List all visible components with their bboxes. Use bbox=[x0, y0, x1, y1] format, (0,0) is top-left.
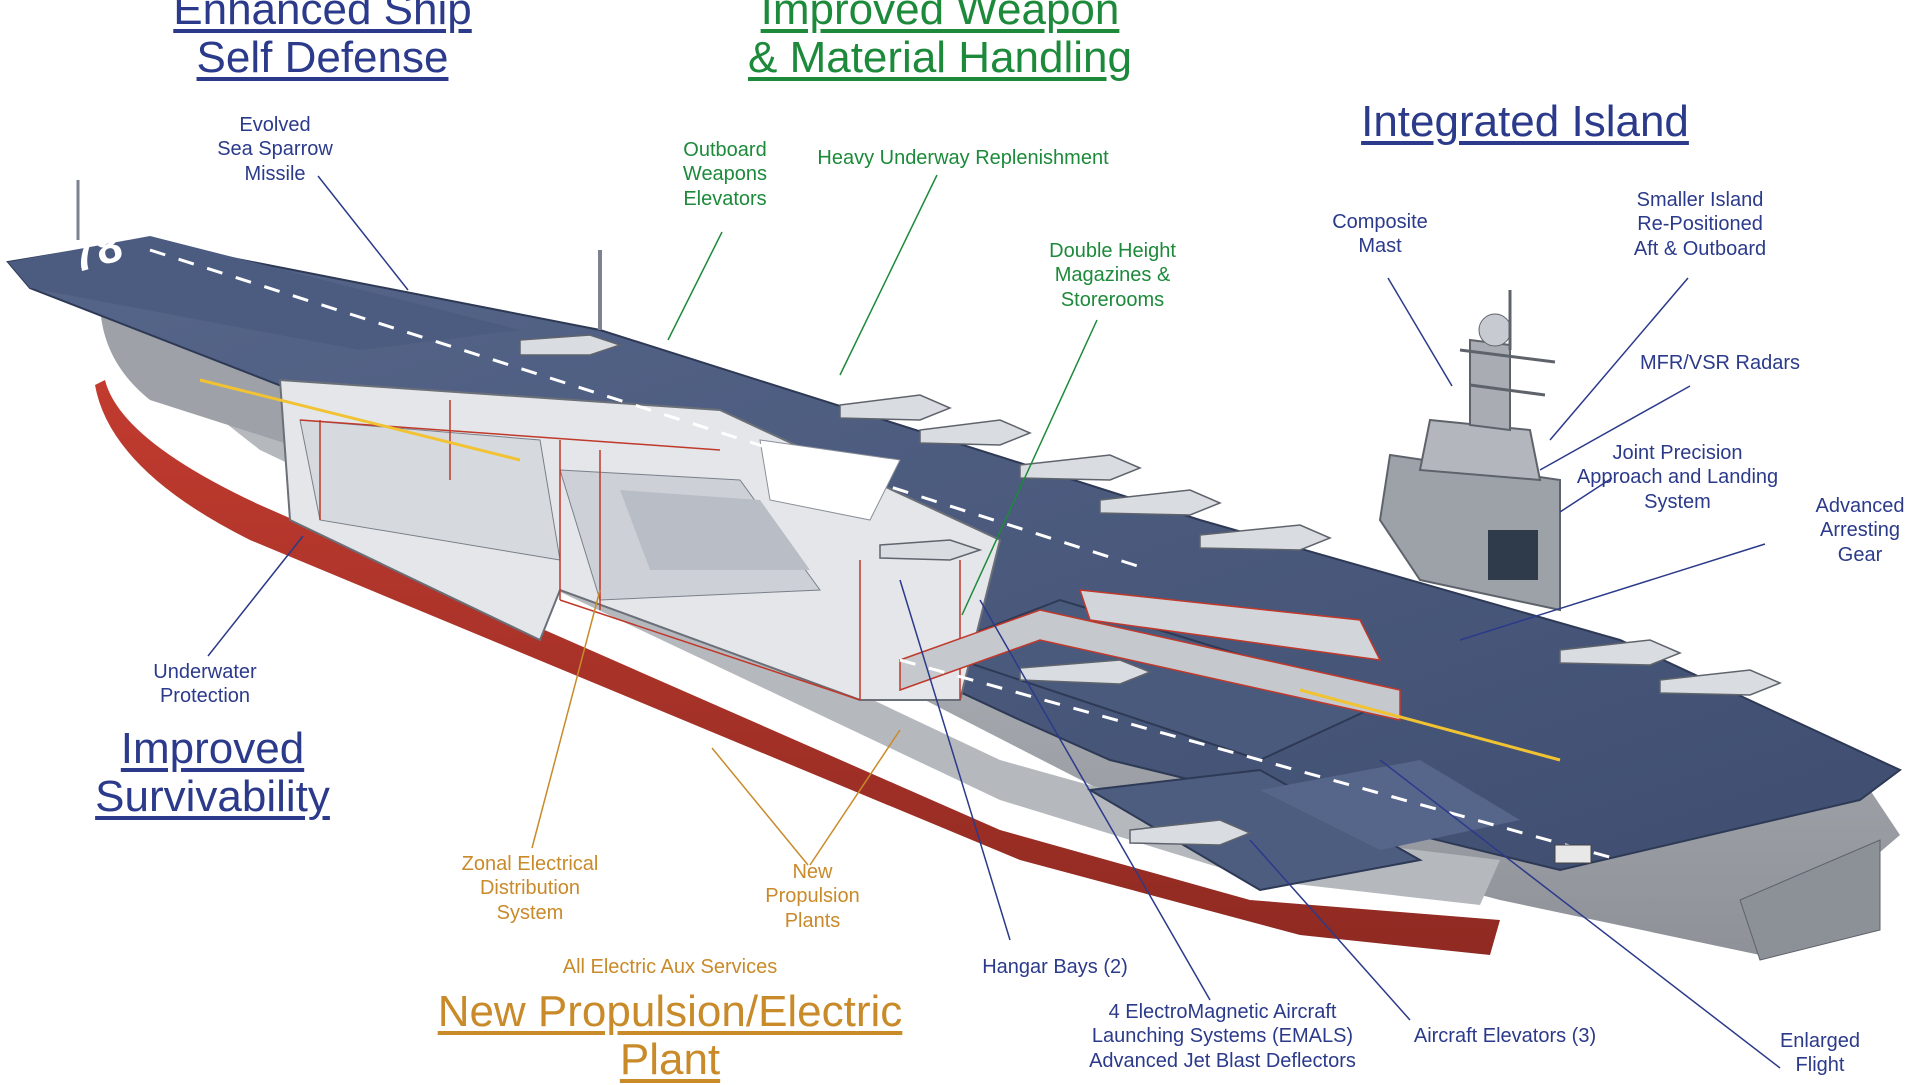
label-line: Advanced bbox=[1815, 495, 1905, 517]
label-line: New bbox=[792, 861, 833, 883]
label-line: Enlarged bbox=[1779, 1030, 1861, 1052]
label-line: All Electric Aux Services bbox=[562, 956, 778, 978]
label-line: Hangar Bays (2) bbox=[982, 956, 1128, 978]
label-line: System bbox=[496, 901, 564, 924]
label-replenishment: Heavy Underway Replenishment bbox=[798, 146, 1128, 170]
label-line: Storerooms bbox=[1060, 288, 1165, 311]
label-line: Re-Positioned bbox=[1637, 213, 1763, 236]
label-flight-deck: Enlarged Flight bbox=[1760, 1029, 1880, 1078]
heading-survivability: Improved Survivability bbox=[60, 724, 365, 822]
heading-line: Integrated Island bbox=[1361, 97, 1689, 146]
label-line: Propulsion bbox=[765, 885, 860, 908]
heading-island: Integrated Island bbox=[1350, 97, 1700, 146]
label-line: Mast bbox=[1358, 235, 1402, 258]
heading-line: Enhanced Ship bbox=[173, 0, 472, 34]
label-line: Smaller Island bbox=[1636, 189, 1764, 211]
label-line: Underwater bbox=[153, 661, 257, 683]
aircraft bbox=[1559, 639, 1682, 666]
label-line: 4 ElectroMagnetic Aircraft bbox=[1108, 1001, 1337, 1023]
label-line: Magazines & bbox=[1054, 264, 1171, 287]
label-composite-mast: Composite Mast bbox=[1310, 210, 1450, 259]
label-line: Sea Sparrow bbox=[217, 138, 333, 161]
label-hangar: Hangar Bays (2) bbox=[960, 955, 1150, 979]
heading-self-defense: Enhanced Ship Self Defense bbox=[150, 0, 495, 83]
label-line: Zonal Electrical bbox=[461, 853, 599, 875]
heading-line: New Propulsion/Electric bbox=[437, 987, 903, 1036]
label-line: Plants bbox=[784, 909, 841, 932]
label-line: Gear bbox=[1837, 543, 1883, 566]
label-line: Double Height bbox=[1049, 240, 1176, 262]
label-line: Evolved bbox=[239, 114, 311, 136]
label-line: Elevators bbox=[683, 187, 767, 210]
label-line: Joint Precision bbox=[1612, 442, 1743, 464]
label-line: Missile bbox=[244, 162, 306, 185]
label-line: Heavy Underway Replenishment bbox=[817, 147, 1109, 169]
label-arresting-gear: Advanced Arresting Gear bbox=[1800, 494, 1920, 567]
label-smaller-island: Smaller Island Re-Positioned Aft & Outbo… bbox=[1605, 188, 1795, 261]
aircraft bbox=[839, 394, 952, 421]
aircraft bbox=[1019, 454, 1142, 481]
label-emals: 4 ElectroMagnetic Aircraft Launching Sys… bbox=[1060, 1000, 1385, 1073]
label-line: Distribution bbox=[479, 877, 581, 900]
label-line: Weapons bbox=[682, 163, 768, 186]
label-sea-sparrow: Evolved Sea Sparrow Missile bbox=[190, 113, 360, 186]
label-new-plants: New Propulsion Plants bbox=[740, 860, 885, 933]
label-magazines: Double Height Magazines & Storerooms bbox=[1030, 239, 1195, 312]
label-line: Composite bbox=[1332, 211, 1428, 233]
heading-line: Self Defense bbox=[196, 33, 449, 83]
label-line: Approach and Landing bbox=[1576, 466, 1779, 489]
aircraft bbox=[919, 419, 1032, 446]
label-outboard-elevators: Outboard Weapons Elevators bbox=[665, 138, 785, 211]
heading-line: Survivability bbox=[95, 772, 330, 822]
label-zonal: Zonal Electrical Distribution System bbox=[440, 852, 620, 925]
label-line: Flight bbox=[1795, 1054, 1845, 1077]
heading-line: Improved Weapon bbox=[760, 0, 1120, 34]
aircraft bbox=[879, 539, 983, 561]
aircraft bbox=[1019, 659, 1153, 685]
label-aux-services: All Electric Aux Services bbox=[530, 955, 810, 979]
heading-line: & Material Handling bbox=[748, 33, 1132, 83]
label-elevators: Aircraft Elevators (3) bbox=[1395, 1024, 1615, 1048]
aircraft bbox=[1099, 489, 1222, 516]
heading-line: Plant bbox=[619, 1035, 721, 1085]
heading-line: Improved bbox=[120, 724, 305, 773]
heading-weapon-handling: Improved Weapon & Material Handling bbox=[730, 0, 1150, 83]
label-line: MFR/VSR Radars bbox=[1639, 352, 1801, 374]
label-line: Aft & Outboard bbox=[1633, 237, 1767, 260]
aircraft bbox=[1129, 819, 1252, 846]
label-jpals: Joint Precision Approach and Landing Sys… bbox=[1555, 441, 1800, 514]
aircraft bbox=[1199, 524, 1332, 551]
heading-propulsion: New Propulsion/Electric Plant bbox=[420, 987, 920, 1085]
label-line: Launching Systems (EMALS) bbox=[1091, 1025, 1354, 1048]
label-line: Aircraft Elevators (3) bbox=[1413, 1025, 1597, 1047]
label-line: Outboard bbox=[683, 139, 767, 161]
label-line: Protection bbox=[159, 685, 251, 708]
label-underwater: Underwater Protection bbox=[120, 660, 290, 709]
label-radars: MFR/VSR Radars bbox=[1615, 351, 1825, 375]
aircraft bbox=[1659, 669, 1782, 696]
label-line: Advanced Jet Blast Deflectors bbox=[1089, 1049, 1356, 1072]
label-line: System bbox=[1644, 490, 1711, 513]
aircraft bbox=[519, 334, 623, 356]
island-superstructure bbox=[1378, 290, 1561, 612]
label-line: Arresting bbox=[1819, 519, 1901, 542]
